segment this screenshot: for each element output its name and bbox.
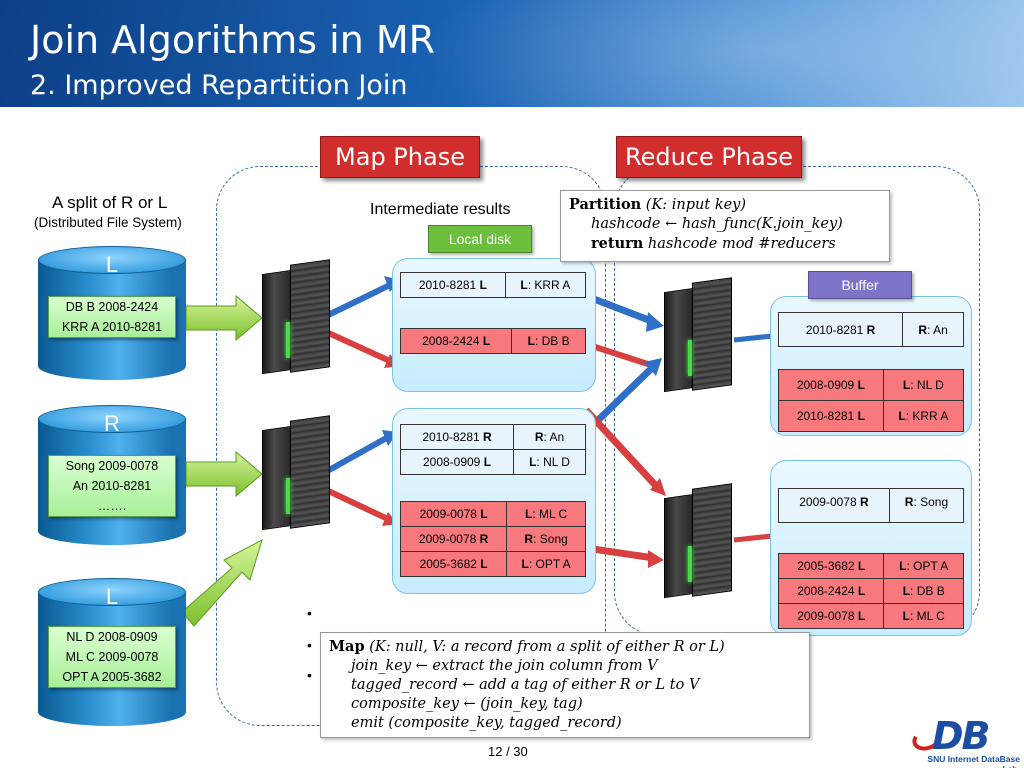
record: OPT A 2005-3682 [62,670,162,684]
table-row: 2009-0078 L L: ML C [777,603,964,629]
reducer2-buffer-blue: 2009-0078 R R: Song [778,488,965,523]
record: ……. [97,499,127,513]
green-arrow-3 [181,539,263,627]
split-cylinder-l-2: L NL D 2008-0909 ML C 2009-0078 OPT A 20… [38,578,186,728]
bullet-mark: • [307,637,312,653]
arrow-reducer2-out [733,533,773,543]
reducer-server-1-icon [664,277,736,393]
split-name: L [105,584,119,609]
map2-output-blue: 2010-8281 R R: An 2008-0909 L L: NL D [399,424,586,475]
map2-output-red: 2009-0078 L L: ML C 2009-0078 R R: Song … [399,501,586,577]
arrow-map1-red [320,327,394,365]
arrow-map2-blue [320,433,392,477]
table-row: 2010-8281 R R: An [777,312,964,347]
mapper-server-2-icon [262,415,334,531]
slide-title: Join Algorithms in MR [30,18,436,62]
record: NL D 2008-0909 [66,630,158,644]
reducer1-buffer-blue: 2010-8281 R R: An [777,312,964,347]
buffer-label: Buffer [808,271,912,299]
mapper-server-1-icon [262,259,334,375]
arrow-to-reducer1-blue-a [584,292,656,326]
record: DB B 2008-2424 [65,300,159,314]
local-disk-label: Local disk [428,225,532,253]
table-row: 2010-8281 L L: KRR A [778,400,965,432]
record: ML C 2009-0078 [65,650,159,664]
split-label: A split of R or L [52,193,168,212]
page-number: 12 / 30 [488,744,528,759]
reducer-server-2-icon [664,483,736,599]
table-row: 2008-2424 L L: DB B [399,328,586,354]
table-row: 2008-0909 L L: NL D [399,449,586,475]
slide-subtitle: 2. Improved Repartition Join [30,70,408,101]
table-row: 2009-0078 L L: ML C [399,501,586,527]
green-arrow-1 [185,294,263,342]
table-row: 2010-8281 L L: KRR A [400,272,587,298]
arrow-map1-blue [320,281,394,321]
green-arrow-2 [185,450,263,498]
table-row: 2010-8281 R R: An [399,424,586,450]
map-formula: Map (K: null, V: a record from a split o… [320,632,810,738]
table-row: 2005-3682 L L: OPT A [777,553,964,579]
record: KRR A 2010-8281 [61,320,163,334]
slide-header: Join Algorithms in MR 2. Improved Repart… [0,0,1024,107]
map1-output-blue: 2010-8281 L L: KRR A [400,272,587,298]
reduce-phase-label: Reduce Phase [616,136,802,178]
partition-formula: Partition (K: input key) hashcode ← hash… [560,190,890,262]
arrow-to-reducer2-red-a [583,407,661,491]
map1-output-red: 2008-2424 L L: DB B [399,328,586,354]
logo-caption: SNU Internet DataBase Lab. [927,754,1020,768]
split-name: R [104,411,120,436]
reducer2-buffer-red: 2005-3682 L L: OPT A 2008-2424 L L: DB B… [777,553,964,629]
split-name: L [105,252,119,277]
table-row: 2005-3682 L L: OPT A [399,551,586,577]
table-row: 2008-0909 L L: NL D [778,369,965,401]
table-row: 2009-0078 R R: Song [399,526,586,552]
intermediate-results-label: Intermediate results [370,201,511,218]
map-phase-label: Map Phase [320,136,480,178]
logo-text: DB [932,714,990,758]
bullet-mark: • [307,605,312,621]
arrow-to-reducer2-red-b [585,544,655,562]
header-swoosh [420,0,1024,107]
bullet-mark: • [307,667,312,683]
arrow-reducer1-out [733,333,773,343]
split-records: DB B 2008-2424 KRR A 2010-8281 [48,296,176,338]
table-row: 2008-2424 L L: DB B [777,578,964,604]
split-sublabel: (Distributed File System) [34,215,182,230]
record: An 2010-8281 [72,479,152,493]
arrow-map2-red [320,485,392,523]
split-cylinder-r: R Song 2009-0078 An 2010-8281 ……. [38,405,186,545]
snu-db-logo: DB SNU Internet DataBase Lab. [908,714,1020,768]
split-records: Song 2009-0078 An 2010-8281 ……. [48,455,176,517]
arrow-to-reducer1-red [585,341,655,369]
split-cylinder-l-1: L DB B 2008-2424 KRR A 2010-8281 [38,246,186,381]
record: Song 2009-0078 [65,459,159,473]
arrow-to-reducer1-blue-b [587,363,657,431]
table-row: 2009-0078 R R: Song [778,488,965,523]
reducer1-buffer-red: 2008-0909 L L: NL D 2010-8281 L L: KRR A [778,369,965,432]
split-records: NL D 2008-0909 ML C 2009-0078 OPT A 2005… [48,626,176,688]
